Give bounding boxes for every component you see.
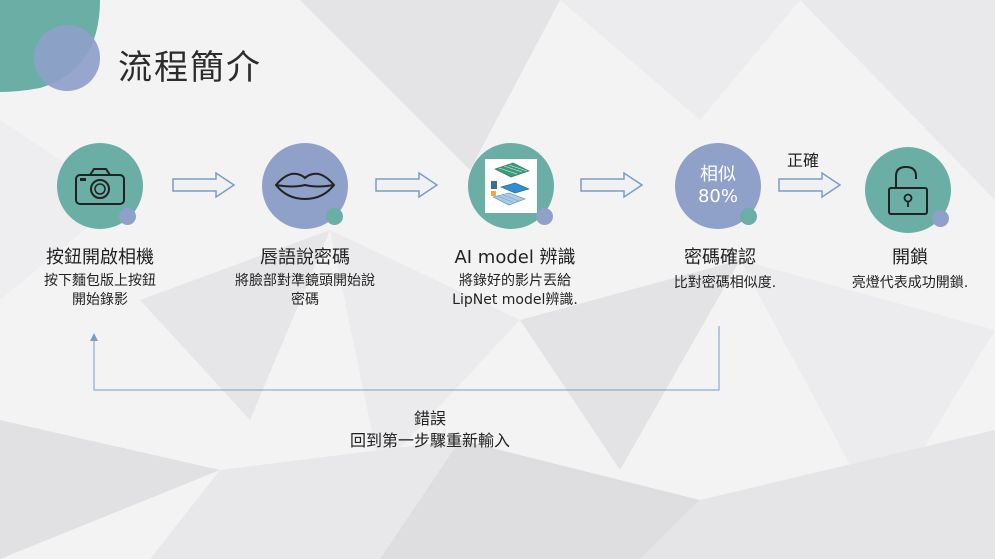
step-5-title: 開鎖 bbox=[892, 247, 928, 268]
step-5-dot bbox=[932, 210, 949, 227]
step-3-title: AI model 辨識 bbox=[454, 247, 576, 268]
step-1-title: 按鈕開啟相機 bbox=[46, 247, 154, 268]
step-4-dot bbox=[740, 208, 757, 225]
flow-arrow-1 bbox=[172, 171, 236, 199]
camera-icon bbox=[75, 168, 125, 205]
step-1-dot bbox=[119, 208, 136, 225]
step-2-desc: 將臉部對準鏡頭開始說 密碼 bbox=[235, 273, 375, 308]
similarity-readout: 相似 80% bbox=[697, 164, 738, 207]
neural-network-icon bbox=[485, 159, 537, 213]
step-3-dot bbox=[536, 208, 553, 225]
flow-arrow-3 bbox=[580, 171, 644, 199]
step-4-title: 密碼確認 bbox=[684, 247, 756, 268]
title-bullet-icon bbox=[34, 25, 100, 91]
step-4-desc: 比對密碼相似度. bbox=[673, 275, 777, 291]
page-title: 流程簡介 bbox=[118, 48, 262, 88]
step-5-desc: 亮燈代表成功開鎖. bbox=[851, 275, 969, 291]
step-1-desc: 按下麵包版上按鈕 開始錄影 bbox=[44, 273, 156, 308]
lips-icon bbox=[274, 172, 336, 201]
step-2-title: 唇語說密碼 bbox=[260, 247, 350, 268]
step-3-desc: 將錄好的影片丟給 LipNet model辨識. bbox=[452, 273, 578, 308]
flow-arrow-2 bbox=[375, 171, 439, 199]
correct-label: 正確 bbox=[787, 151, 820, 170]
step-4-circle: 相似 80% bbox=[675, 143, 761, 229]
unlock-icon bbox=[888, 165, 928, 215]
flow-arrow-correct bbox=[778, 171, 842, 199]
step-2-dot bbox=[326, 208, 343, 225]
error-label: 錯誤 回到第一步驟重新輸入 bbox=[349, 409, 510, 450]
